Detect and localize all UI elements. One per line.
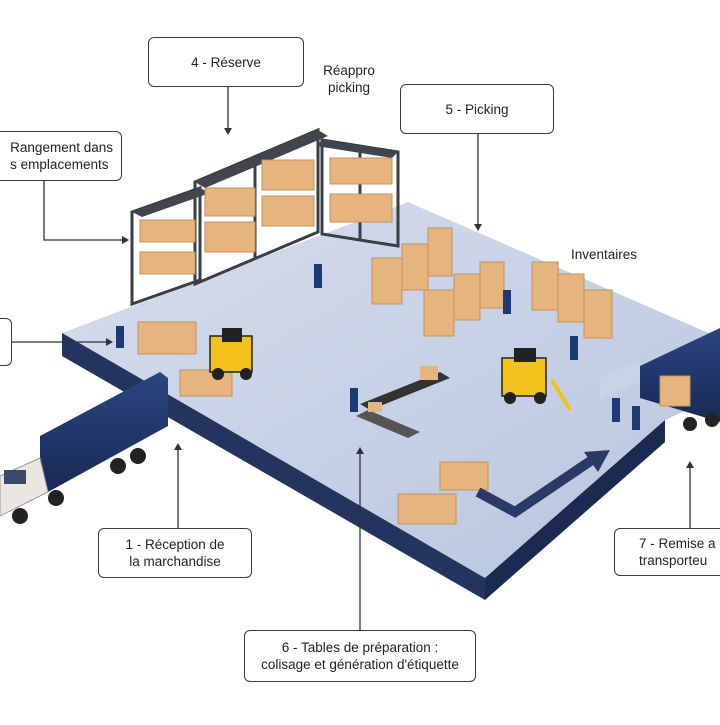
reserve-shelves-top	[132, 130, 398, 217]
label-reception: 1 - Réception de la marchandise	[98, 528, 252, 578]
reserve-shelving	[130, 127, 400, 307]
remise-line-1: 7 - Remise a	[639, 536, 716, 551]
label-partial-left	[0, 318, 12, 366]
label-picking: 5 - Picking	[400, 84, 554, 134]
label-tables-preparation: 6 - Tables de préparation : colisage et …	[244, 630, 476, 682]
tables-line-2: colisage et génération d'étiquette	[261, 657, 459, 672]
rangement-line-2: s emplacements	[10, 157, 109, 172]
connector-lines	[12, 86, 691, 630]
rangement-line-1: Rangement dans	[10, 140, 113, 155]
label-rangement: Rangement dans s emplacements	[0, 131, 122, 181]
label-reserve: 4 - Réserve	[148, 37, 304, 87]
label-inventaires: Inventaires	[570, 247, 638, 262]
reappro-line-1: Réappro	[323, 63, 375, 78]
connector-arrowheads	[106, 128, 694, 468]
conveyor-table	[356, 366, 450, 438]
reception-truck	[0, 372, 168, 524]
reappro-line-2: picking	[327, 80, 371, 95]
tables-line-1: 6 - Tables de préparation :	[281, 640, 439, 655]
label-reappro-picking: Réappro picking	[306, 62, 392, 96]
floor-arrow	[475, 450, 610, 518]
dispatch-truck	[640, 328, 720, 431]
reception-line-1: 1 - Réception de	[125, 537, 225, 552]
picking-racks	[371, 227, 613, 339]
workers	[116, 264, 640, 430]
reception-line-2: la marchandise	[129, 554, 221, 569]
forklift-right	[501, 348, 572, 412]
remise-line-2: transporteu	[639, 553, 708, 568]
label-remise-transporteur: 7 - Remise a transporteu	[614, 528, 720, 576]
forklift-left	[209, 328, 253, 380]
reserve-boxes	[139, 157, 393, 275]
